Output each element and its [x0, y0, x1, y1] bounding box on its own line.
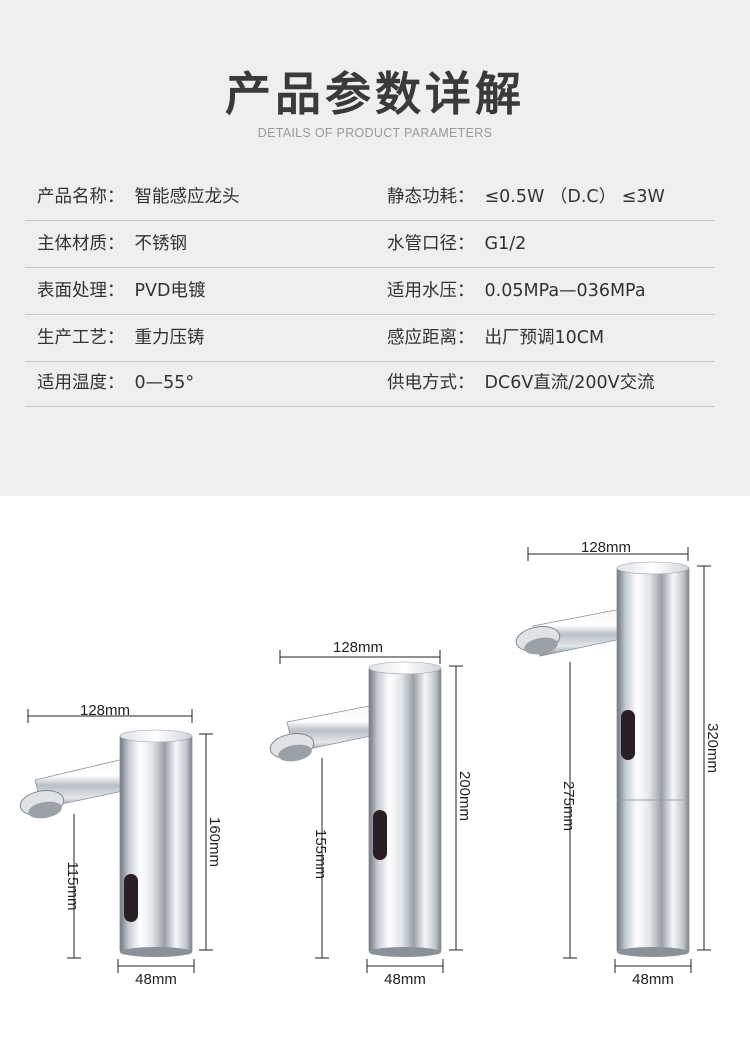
- spec-row: 表面处理： PVD电镀 适用水压： 0.05MPa—036MPa: [25, 268, 715, 315]
- spec-label: 适用水压：: [387, 281, 475, 301]
- spec-value: 智能感应龙头: [134, 187, 240, 207]
- page-subtitle: DETAILS OF PRODUCT PARAMETERS: [257, 126, 493, 140]
- height-label: 320mm: [704, 723, 721, 773]
- spec-row: 适用温度： 0—55° 供电方式： DC6V直流/200V交流: [25, 360, 715, 407]
- spec-cell-left: 表面处理： PVD电镀: [37, 268, 206, 314]
- base-width-label: 48mm: [384, 971, 426, 988]
- spec-value: ≤0.5W （D.C） ≤3W: [484, 187, 665, 207]
- spec-row: 主体材质： 不锈钢 水管口径： G1/2: [25, 221, 715, 268]
- spec-section: 产品参数详解 DETAILS OF PRODUCT PARAMETERS 产品名…: [0, 0, 750, 496]
- spec-label: 表面处理：: [37, 281, 125, 301]
- spec-value: 0—55°: [134, 373, 195, 393]
- spec-value: 0.05MPa—036MPa: [484, 281, 646, 301]
- width-label: 128mm: [333, 639, 383, 656]
- page-title: 产品参数详解: [225, 67, 525, 121]
- spec-row: 产品名称： 智能感应龙头 静态功耗： ≤0.5W （D.C） ≤3W: [25, 174, 715, 221]
- base-width-label: 48mm: [135, 971, 177, 988]
- spec-value: G1/2: [484, 234, 527, 254]
- spec-value: PVD电镀: [134, 281, 206, 301]
- spec-cell-right: 感应距离： 出厂预调10CM: [387, 315, 604, 361]
- spec-value: 不锈钢: [134, 234, 188, 254]
- spout-height-label: 155mm: [312, 829, 329, 879]
- spec-cell-right: 水管口径： G1/2: [387, 221, 526, 267]
- width-label: 128mm: [80, 702, 130, 719]
- faucet-1: 128mm 160mm 115mm 48mm: [19, 702, 223, 988]
- dimension-diagram: 128mm 160mm 115mm 48mm: [0, 496, 750, 1044]
- spec-cell-left: 产品名称： 智能感应龙头: [37, 174, 240, 220]
- height-label: 160mm: [206, 817, 223, 867]
- spec-label: 主体材质：: [37, 234, 125, 254]
- faucet-diagram-svg: 128mm 160mm 115mm 48mm: [19, 539, 721, 988]
- width-label: 128mm: [581, 539, 631, 556]
- spec-cell-right: 供电方式： DC6V直流/200V交流: [387, 360, 655, 406]
- spec-cell-right: 适用水压： 0.05MPa—036MPa: [387, 268, 646, 314]
- spec-label: 适用温度：: [37, 373, 125, 393]
- spec-label: 水管口径：: [387, 234, 475, 254]
- spec-value: 出厂预调10CM: [484, 328, 605, 348]
- spec-label: 静态功耗：: [387, 187, 475, 207]
- spec-label: 生产工艺：: [37, 328, 125, 348]
- spec-label: 供电方式：: [387, 373, 475, 393]
- faucet-3: 128mm 320mm 275mm 48mm: [515, 539, 721, 988]
- spec-value: 重力压铸: [134, 328, 205, 348]
- spec-cell-left: 主体材质： 不锈钢: [37, 221, 187, 267]
- spec-label: 产品名称：: [37, 187, 125, 207]
- spec-label: 感应距离：: [387, 328, 475, 348]
- spout-height-label: 115mm: [64, 862, 81, 911]
- base-width-label: 48mm: [632, 971, 674, 988]
- faucet-2: 128mm 200mm 155mm 48mm: [269, 639, 473, 988]
- spec-cell-left: 生产工艺： 重力压铸: [37, 315, 205, 361]
- spec-row: 生产工艺： 重力压铸 感应距离： 出厂预调10CM: [25, 315, 715, 362]
- height-label: 200mm: [456, 771, 473, 821]
- spec-value: DC6V直流/200V交流: [484, 373, 655, 393]
- spout-height-label: 275mm: [560, 781, 577, 831]
- spec-cell-right: 静态功耗： ≤0.5W （D.C） ≤3W: [387, 174, 665, 220]
- spec-cell-left: 适用温度： 0—55°: [37, 360, 194, 406]
